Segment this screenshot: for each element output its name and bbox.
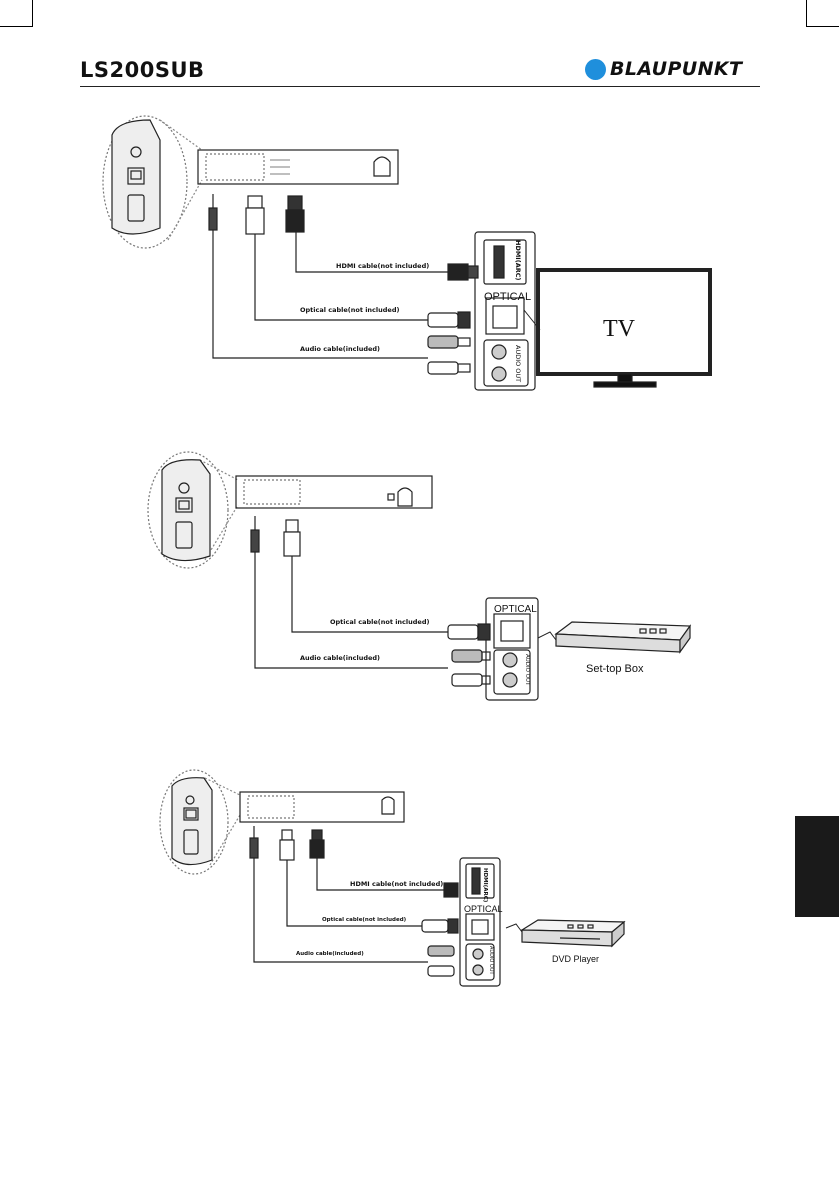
zoom-callout <box>102 115 188 249</box>
brand-name: BLAUPUNKT <box>610 58 743 80</box>
audio-port-label: AUDIO OUT <box>514 345 522 382</box>
optical-port-label: OPTICAL <box>464 904 503 914</box>
soundbar <box>239 791 405 823</box>
hdmi-port-label: HDMI(ARC) <box>514 240 522 280</box>
soundbar <box>235 475 433 509</box>
header-rule <box>80 86 760 87</box>
hdmi-port-label: HDMI(ARC) <box>482 868 488 903</box>
brand-logo: BLAUPUNKT <box>585 58 742 80</box>
optical-port-label: OPTICAL <box>484 291 531 303</box>
diagram-stb-connection: OPTICAL AUDIO OUT Optical cable(not incl… <box>147 451 692 701</box>
optical-cable-label: Optical cable(not included) <box>322 917 407 923</box>
tv-port-panel <box>474 231 536 391</box>
set-top-box-label: Set-top Box <box>586 663 644 675</box>
diagram-dvd-connection: OPTICAL HDMI(ARC) AUDIO OUT HDMI cable(n… <box>159 769 626 987</box>
soundbar <box>197 149 399 185</box>
section-side-tab <box>795 816 839 917</box>
optical-cable-label: Optical cable(not included) <box>330 618 429 626</box>
audio-port-label: AUDIO OUT <box>524 654 530 686</box>
diagram-tv-connection: OPTICAL HDMI(ARC) AUDIO OUT HDMI cable(n… <box>102 115 712 391</box>
audio-cable-label: Audio cable(included) <box>296 951 364 957</box>
optical-port-label: OPTICAL <box>494 604 537 615</box>
tv-label: TV <box>603 316 636 342</box>
optical-cable-label: Optical cable(not included) <box>300 306 399 314</box>
audio-cable-label: Audio cable(included) <box>300 345 380 353</box>
dvd-player-label: DVD Player <box>552 954 599 964</box>
model-title: LS200SUB <box>80 58 205 82</box>
optical-jack-icon <box>127 167 145 185</box>
crop-mark-top-right <box>806 0 839 27</box>
aux-jack-icon <box>130 146 142 158</box>
hdmi-cable-label: HDMI cable(not included) <box>350 880 443 888</box>
audio-cable-label: Audio cable(included) <box>300 654 380 662</box>
hdmi-cable-label: HDMI cable(not included) <box>336 262 429 270</box>
brand-dot-icon <box>585 58 606 80</box>
audio-port-label: AUDIO OUT <box>488 946 494 976</box>
crop-mark-top-left <box>0 0 33 27</box>
hdmi-jack-icon <box>127 194 145 222</box>
